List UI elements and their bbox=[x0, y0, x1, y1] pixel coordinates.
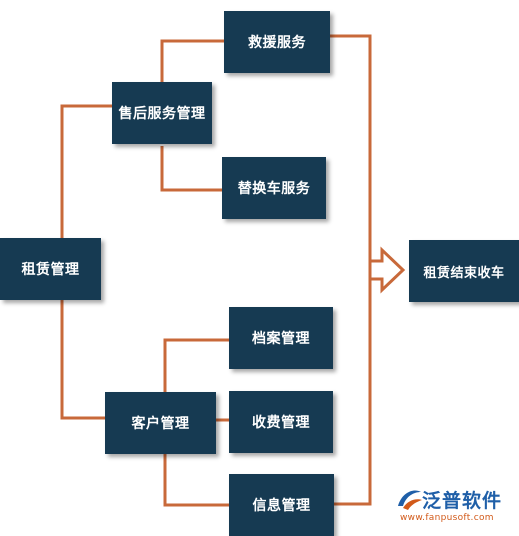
node-after-sales-service-management: 售后服务管理 bbox=[112, 82, 212, 144]
watermark-brand: 泛普软件 bbox=[422, 490, 503, 512]
node-archive-management: 档案管理 bbox=[229, 307, 333, 369]
connector-customer-to-archive bbox=[163, 338, 229, 392]
connector-customer-to-info bbox=[163, 450, 229, 507]
node-customer-management: 客户管理 bbox=[105, 392, 216, 454]
node-replacement-car-service: 替换车服务 bbox=[222, 157, 326, 219]
node-fee-management: 收费管理 bbox=[229, 391, 333, 453]
node-info-management: 信息管理 bbox=[229, 474, 334, 536]
watermark-url: www.fanpusoft.com bbox=[400, 513, 494, 523]
connector-aftersales-to-rescue bbox=[160, 39, 224, 82]
arrow-to-rental-end bbox=[368, 246, 406, 294]
connector-rental-to-customer bbox=[60, 300, 105, 420]
connector-rental-to-aftersales bbox=[60, 104, 112, 238]
node-rescue-service: 救援服务 bbox=[224, 11, 330, 73]
connector-aftersales-to-replacement bbox=[160, 146, 222, 192]
watermark: 泛普软件 www.fanpusoft.com bbox=[392, 486, 516, 530]
node-rental-management: 租赁管理 bbox=[0, 238, 101, 300]
fanpu-logo-icon bbox=[398, 490, 422, 510]
connector-info-to-end bbox=[334, 274, 372, 506]
node-rental-end-vehicle-return: 租赁结束收车 bbox=[409, 240, 519, 302]
connector-rescue-to-end bbox=[330, 34, 372, 268]
